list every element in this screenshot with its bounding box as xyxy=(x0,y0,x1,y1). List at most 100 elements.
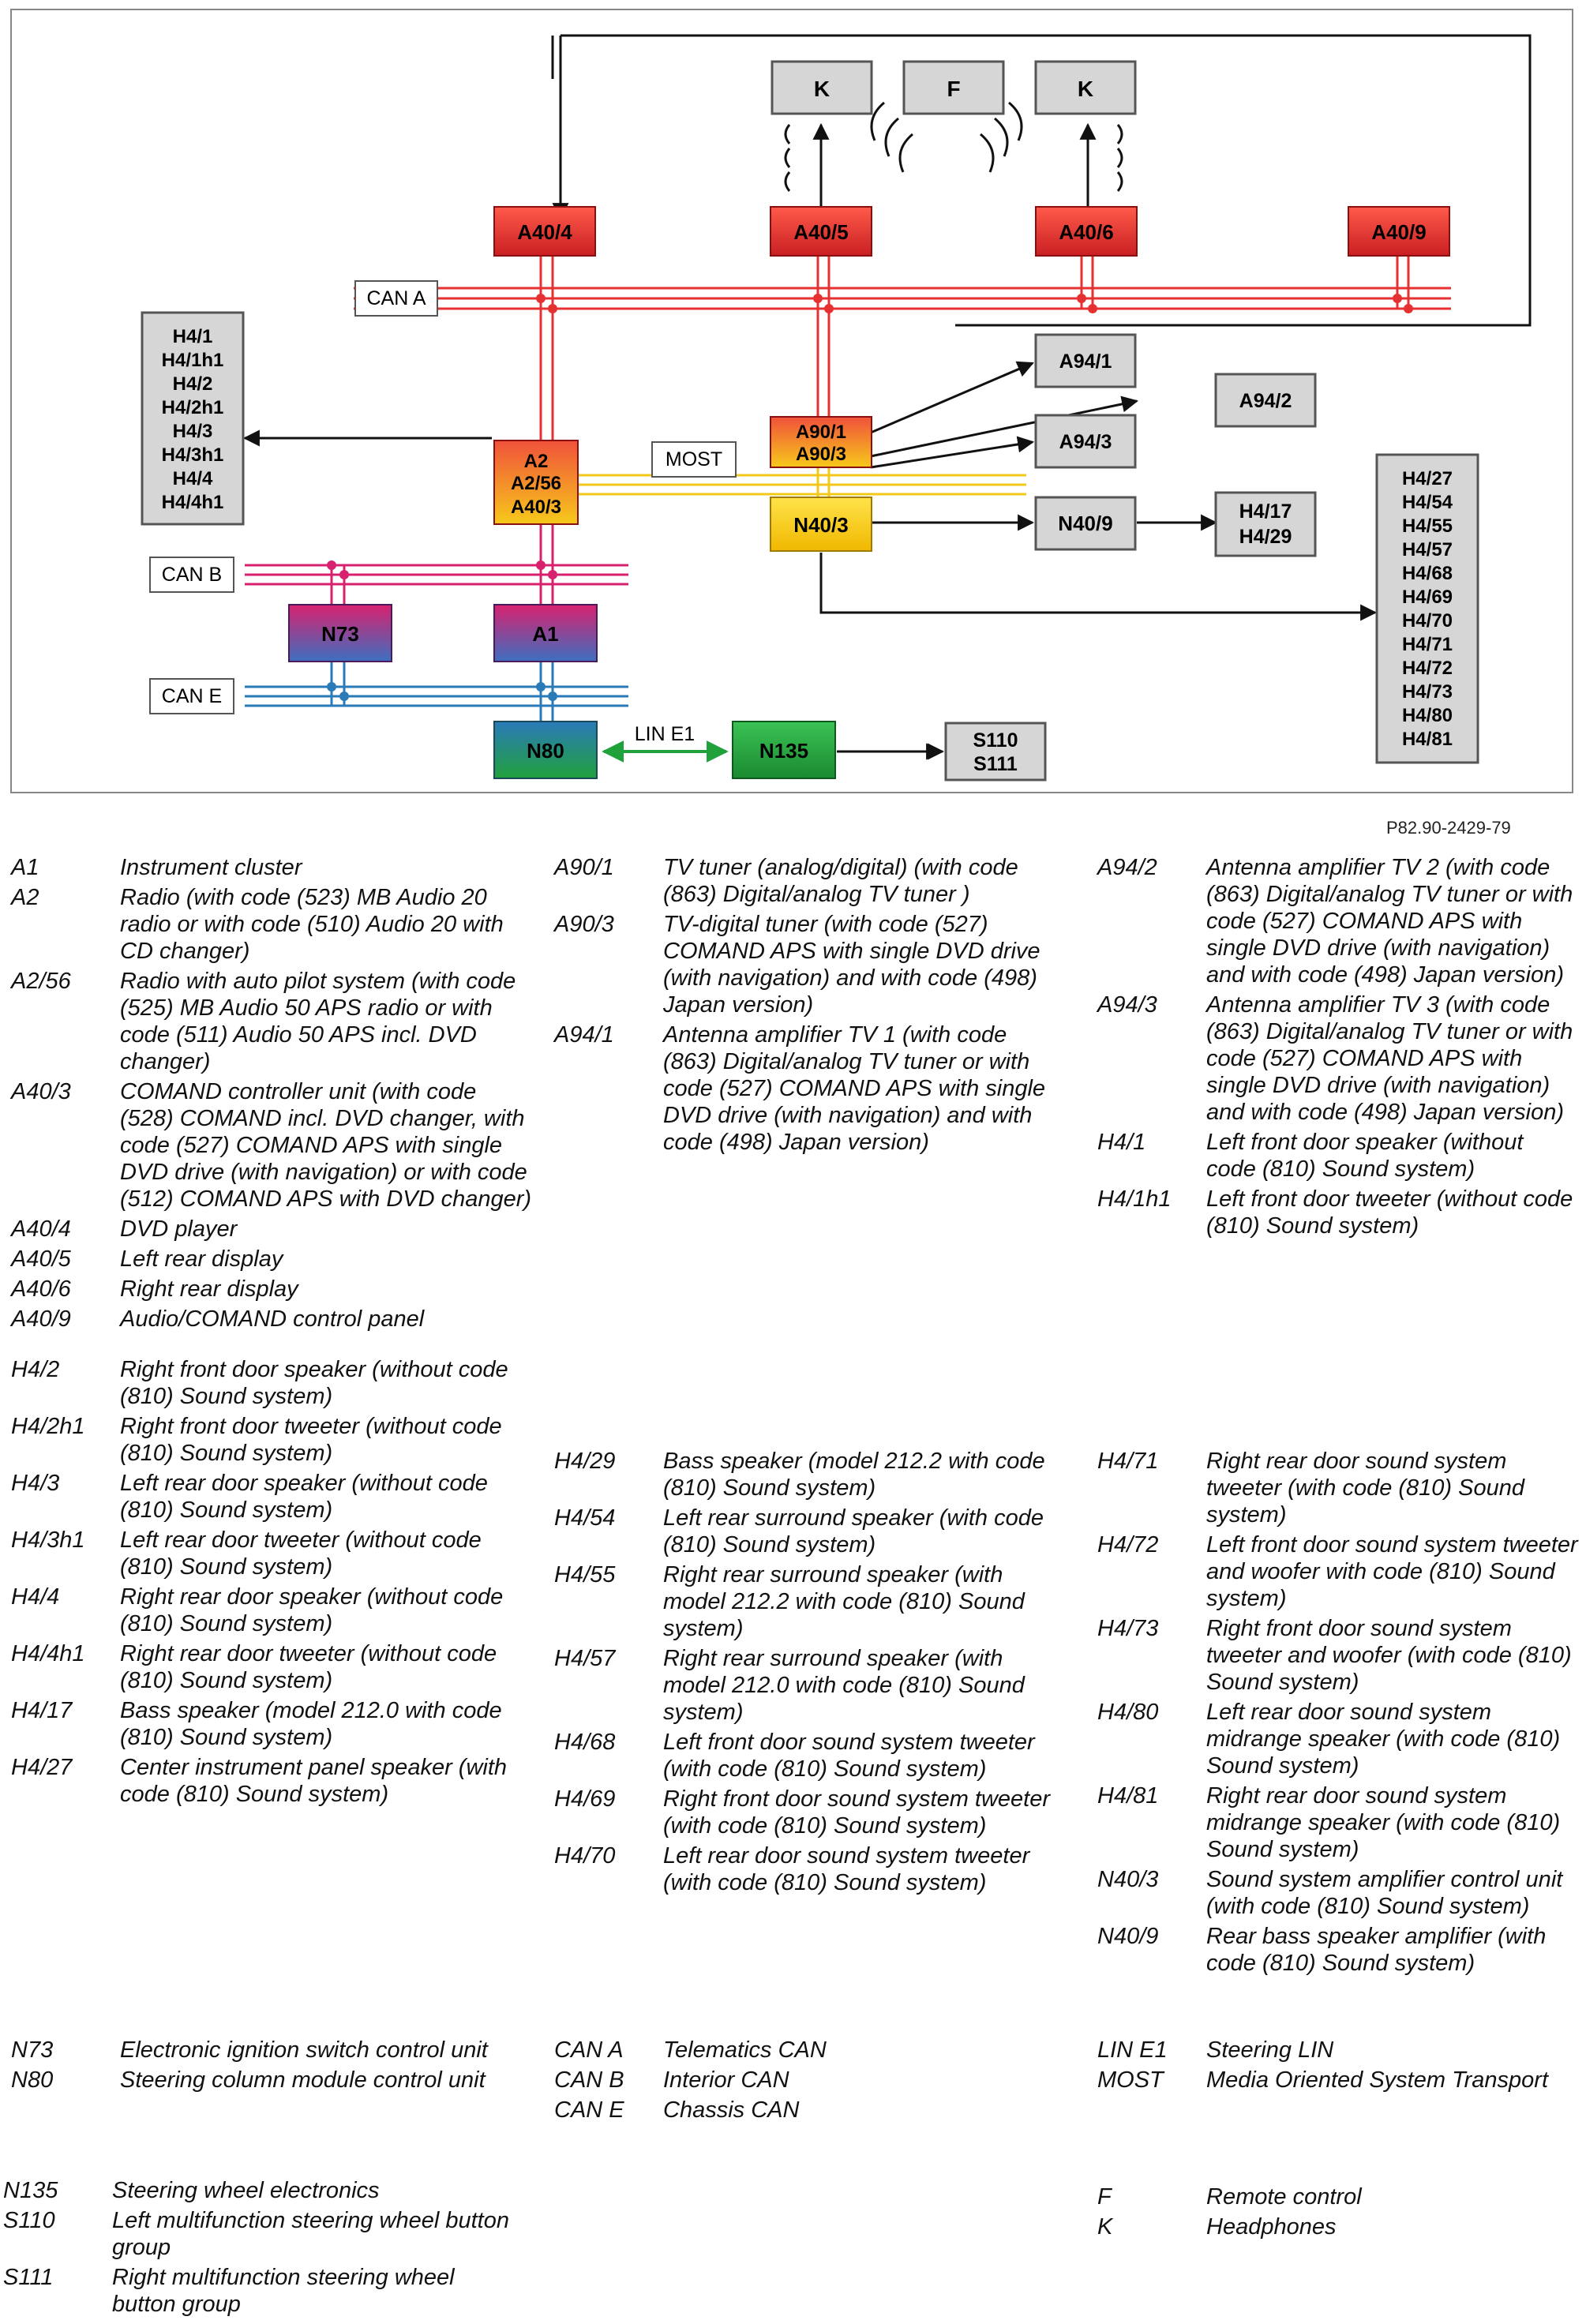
legend-description: Sound system amplifier control unit (wit… xyxy=(1206,1867,1563,1919)
svg-text:H4/3: H4/3 xyxy=(173,421,213,442)
legend-code: H4/3 xyxy=(11,1471,60,1496)
legend-description: Right rear surround speaker (with model … xyxy=(663,1562,1025,1641)
legend-description: Left rear door sound system tweeter (wit… xyxy=(663,1843,1030,1895)
legend-description: Telematics CAN xyxy=(663,2037,827,2063)
box-a90 xyxy=(770,416,872,468)
lin-e1-label: LIN E1 xyxy=(635,723,695,745)
legend-description: Interior CAN xyxy=(663,2067,789,2093)
svg-text:A40/3: A40/3 xyxy=(511,497,561,518)
svg-text:K: K xyxy=(1078,77,1093,101)
svg-text:MOST: MOST xyxy=(666,448,722,470)
box-f xyxy=(902,60,1005,115)
svg-text:H4/1: H4/1 xyxy=(173,326,213,347)
box-a94-1 xyxy=(1034,333,1137,388)
box-a2 xyxy=(493,440,579,525)
legend-code: CAN E xyxy=(554,2097,624,2123)
svg-text:A1: A1 xyxy=(532,622,558,646)
legend-code: A2/56 xyxy=(11,969,71,994)
svg-text:A94/2: A94/2 xyxy=(1239,390,1292,412)
legend-description: Right rear door tweeter (without code (8… xyxy=(120,1641,497,1693)
legend-description: Steering wheel electronics xyxy=(112,2178,380,2203)
legend-code: A94/2 xyxy=(1097,855,1157,880)
legend-description: Right rear door sound system midrange sp… xyxy=(1206,1783,1561,1862)
svg-text:N40/9: N40/9 xyxy=(1058,512,1112,535)
legend-code: H4/27 xyxy=(11,1755,73,1780)
legend-entry: CAN B Interior CAN xyxy=(554,2067,1059,2093)
legend-description: Left front door sound system tweeter (wi… xyxy=(663,1730,1035,1782)
svg-text:H4/17: H4/17 xyxy=(1239,500,1292,523)
legend-description: Right rear surround speaker (with model … xyxy=(663,1646,1025,1725)
svg-text:A2/56: A2/56 xyxy=(511,473,561,494)
legend-code: A94/3 xyxy=(1097,992,1157,1018)
svg-text:H4/3h1: H4/3h1 xyxy=(162,444,224,466)
box-a40-4 xyxy=(493,206,596,257)
svg-text:S111: S111 xyxy=(973,753,1018,775)
legend-description: Bass speaker (model 212.0 with code (810… xyxy=(120,1698,502,1750)
legend-code: S110 xyxy=(3,2208,55,2233)
legend-entry: S110 Left multifunction steering wheel bu… xyxy=(3,2207,524,2261)
legend-description: Right front door tweeter (without code (… xyxy=(120,1414,502,1466)
box-a40-5 xyxy=(770,206,872,257)
legend-description: Remote control xyxy=(1206,2184,1362,2210)
legend-description: Left front door speaker (without code (8… xyxy=(1206,1130,1524,1182)
legend-description: Electronic ignition switch control unit xyxy=(120,2037,488,2063)
svg-text:H4/2: H4/2 xyxy=(173,373,213,395)
svg-text:A40/6: A40/6 xyxy=(1059,220,1113,244)
can-b-label-box xyxy=(149,557,234,593)
svg-text:CAN A: CAN A xyxy=(366,287,426,309)
legend-description: Right front door sound system tweeter (w… xyxy=(663,1786,1051,1839)
legend-description: Right rear display xyxy=(120,1276,298,1302)
box-a1 xyxy=(493,604,598,662)
svg-text:H4/72: H4/72 xyxy=(1402,658,1453,679)
box-h4-17 xyxy=(1214,491,1317,557)
svg-text:N40/3: N40/3 xyxy=(793,513,848,537)
legend-code: A2 xyxy=(11,885,39,910)
legend-entry: N80 Steering column module control unit xyxy=(11,2067,532,2093)
legend-description: Left multifunction steering wheel button… xyxy=(112,2208,509,2260)
legend-code: A90/1 xyxy=(554,855,614,880)
legend-code: H4/55 xyxy=(554,1562,616,1587)
legend-code: H4/4 xyxy=(11,1584,60,1610)
legend-code: H4/73 xyxy=(1097,1616,1159,1641)
legend-code: CAN B xyxy=(554,2067,624,2093)
legend-code: H4/17 xyxy=(11,1698,73,1723)
svg-text:S110: S110 xyxy=(973,729,1018,752)
svg-text:H4/70: H4/70 xyxy=(1402,610,1453,632)
can-e-bus xyxy=(245,685,628,707)
legend-code: H4/68 xyxy=(554,1730,616,1755)
svg-text:H4/80: H4/80 xyxy=(1402,705,1453,726)
box-s110 xyxy=(944,722,1047,782)
legend-description: Left rear door speaker (without code (81… xyxy=(120,1471,488,1523)
svg-text:H4/4h1: H4/4h1 xyxy=(162,492,224,513)
legend-description: Chassis CAN xyxy=(663,2097,800,2123)
most-label-box xyxy=(651,441,737,478)
svg-text:H4/71: H4/71 xyxy=(1402,634,1453,655)
can-b-bus xyxy=(245,564,628,586)
legend-description: Rear bass speaker amplifier (with code (… xyxy=(1206,1924,1547,1976)
legend-description: Steering column module control unit xyxy=(120,2067,486,2093)
legend-code: H4/29 xyxy=(554,1449,616,1474)
legend-code: H4/57 xyxy=(554,1646,616,1671)
legend-code: N80 xyxy=(11,2067,54,2093)
legend-code: CAN A xyxy=(554,2037,624,2063)
legend-code: A40/3 xyxy=(11,1079,71,1104)
box-h4-left xyxy=(141,311,245,526)
can-a-label-box xyxy=(354,280,438,317)
legend-code: N73 xyxy=(11,2037,54,2063)
legend-code: A1 xyxy=(11,855,39,880)
